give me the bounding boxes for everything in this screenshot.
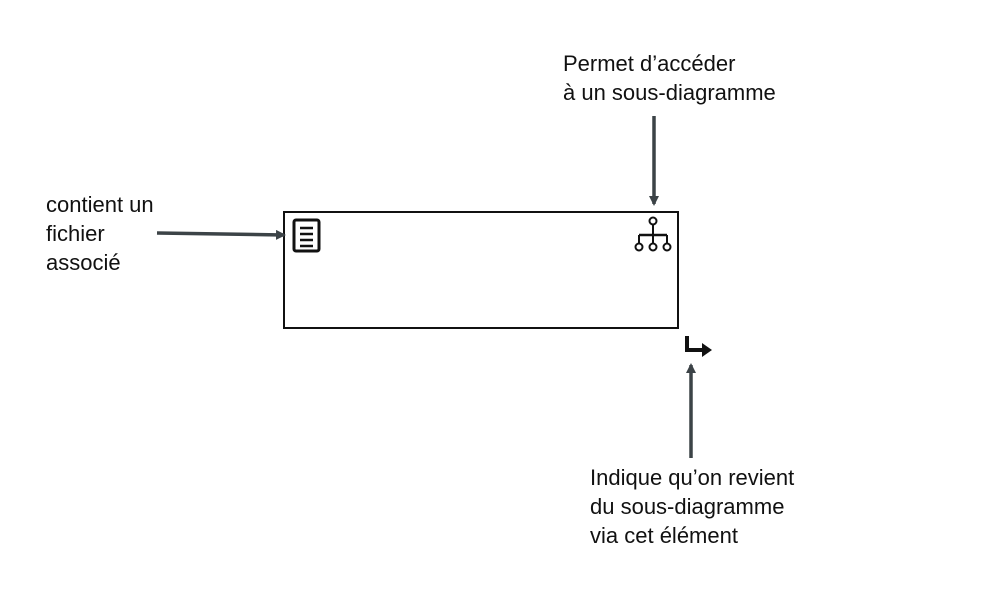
return-annotation-line: du sous-diagramme [590, 494, 785, 519]
return-arrow-icon [685, 336, 712, 357]
return-annotation-line: Indique qu’on revient [590, 465, 795, 490]
file-annotation: contient un fichier associé [46, 190, 154, 277]
file-annotation-line: contient un [46, 192, 154, 217]
subdiagram-annotation-line: à un sous-diagramme [563, 80, 776, 105]
diagram-node[interactable] [283, 211, 679, 329]
hierarchy-icon[interactable] [634, 216, 672, 252]
subdiagram-annotation: Permet d’accéder à un sous-diagramme [563, 49, 776, 107]
document-icon[interactable] [292, 218, 321, 253]
subdiagram-annotation-line: Permet d’accéder [563, 51, 736, 76]
return-annotation-line: via cet élément [590, 523, 738, 548]
file-pointer-arrow [156, 229, 286, 240]
file-annotation-line: fichier [46, 221, 105, 246]
return-annotation: Indique qu’on revient du sous-diagramme … [590, 463, 794, 550]
file-annotation-line: associé [46, 250, 121, 275]
